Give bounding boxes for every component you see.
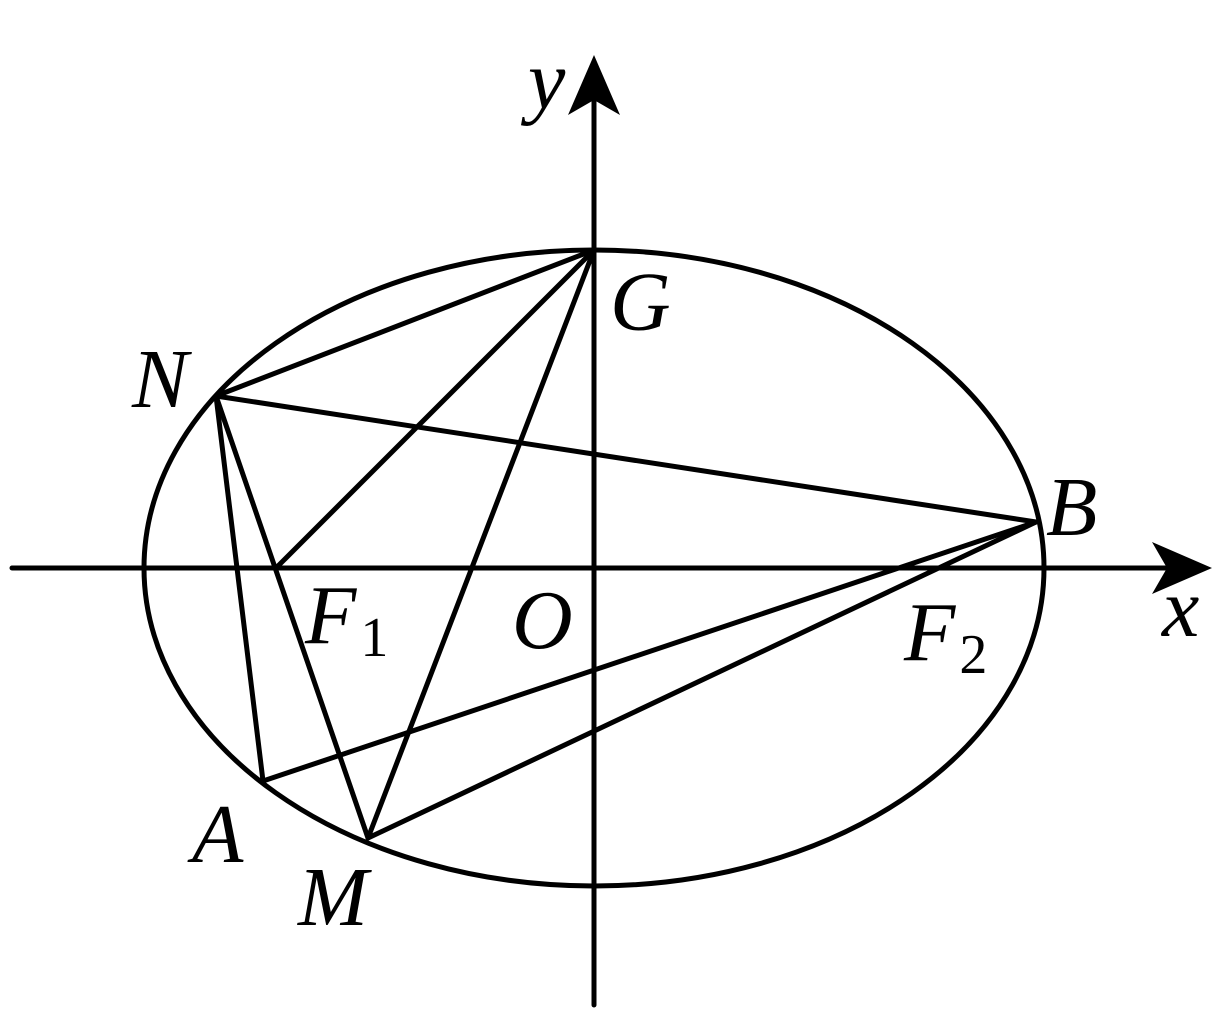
y-axis-arrow (568, 55, 620, 115)
segment-N-B (213, 393, 1039, 525)
point-label-F2: F2 (903, 586, 987, 686)
segment-M-B (365, 519, 1039, 841)
point-label-A: A (187, 788, 244, 881)
point-label-G: G (610, 256, 671, 349)
point-label-F1-main: F (304, 569, 358, 662)
segment-N-G (213, 247, 597, 399)
segment-F1-G (273, 247, 597, 571)
point-label-F1-subscript: 1 (360, 607, 388, 669)
y-axis-label: y (520, 34, 566, 127)
x-axis-arrow (1152, 542, 1212, 594)
point-label-F1: F1 (304, 569, 388, 669)
point-label-F2-subscript: 2 (959, 624, 987, 686)
x-axis-label: x (1160, 562, 1199, 655)
segment-M-G (365, 247, 597, 841)
segment-A-B (260, 519, 1039, 784)
point-label-F2-main: F (903, 586, 957, 679)
point-label-M: M (297, 851, 372, 944)
point-label-B: B (1046, 461, 1097, 554)
segment-N-A (213, 393, 266, 784)
segment-N-M (213, 393, 371, 841)
origin-label: O (512, 574, 573, 667)
point-label-N: N (131, 333, 192, 426)
